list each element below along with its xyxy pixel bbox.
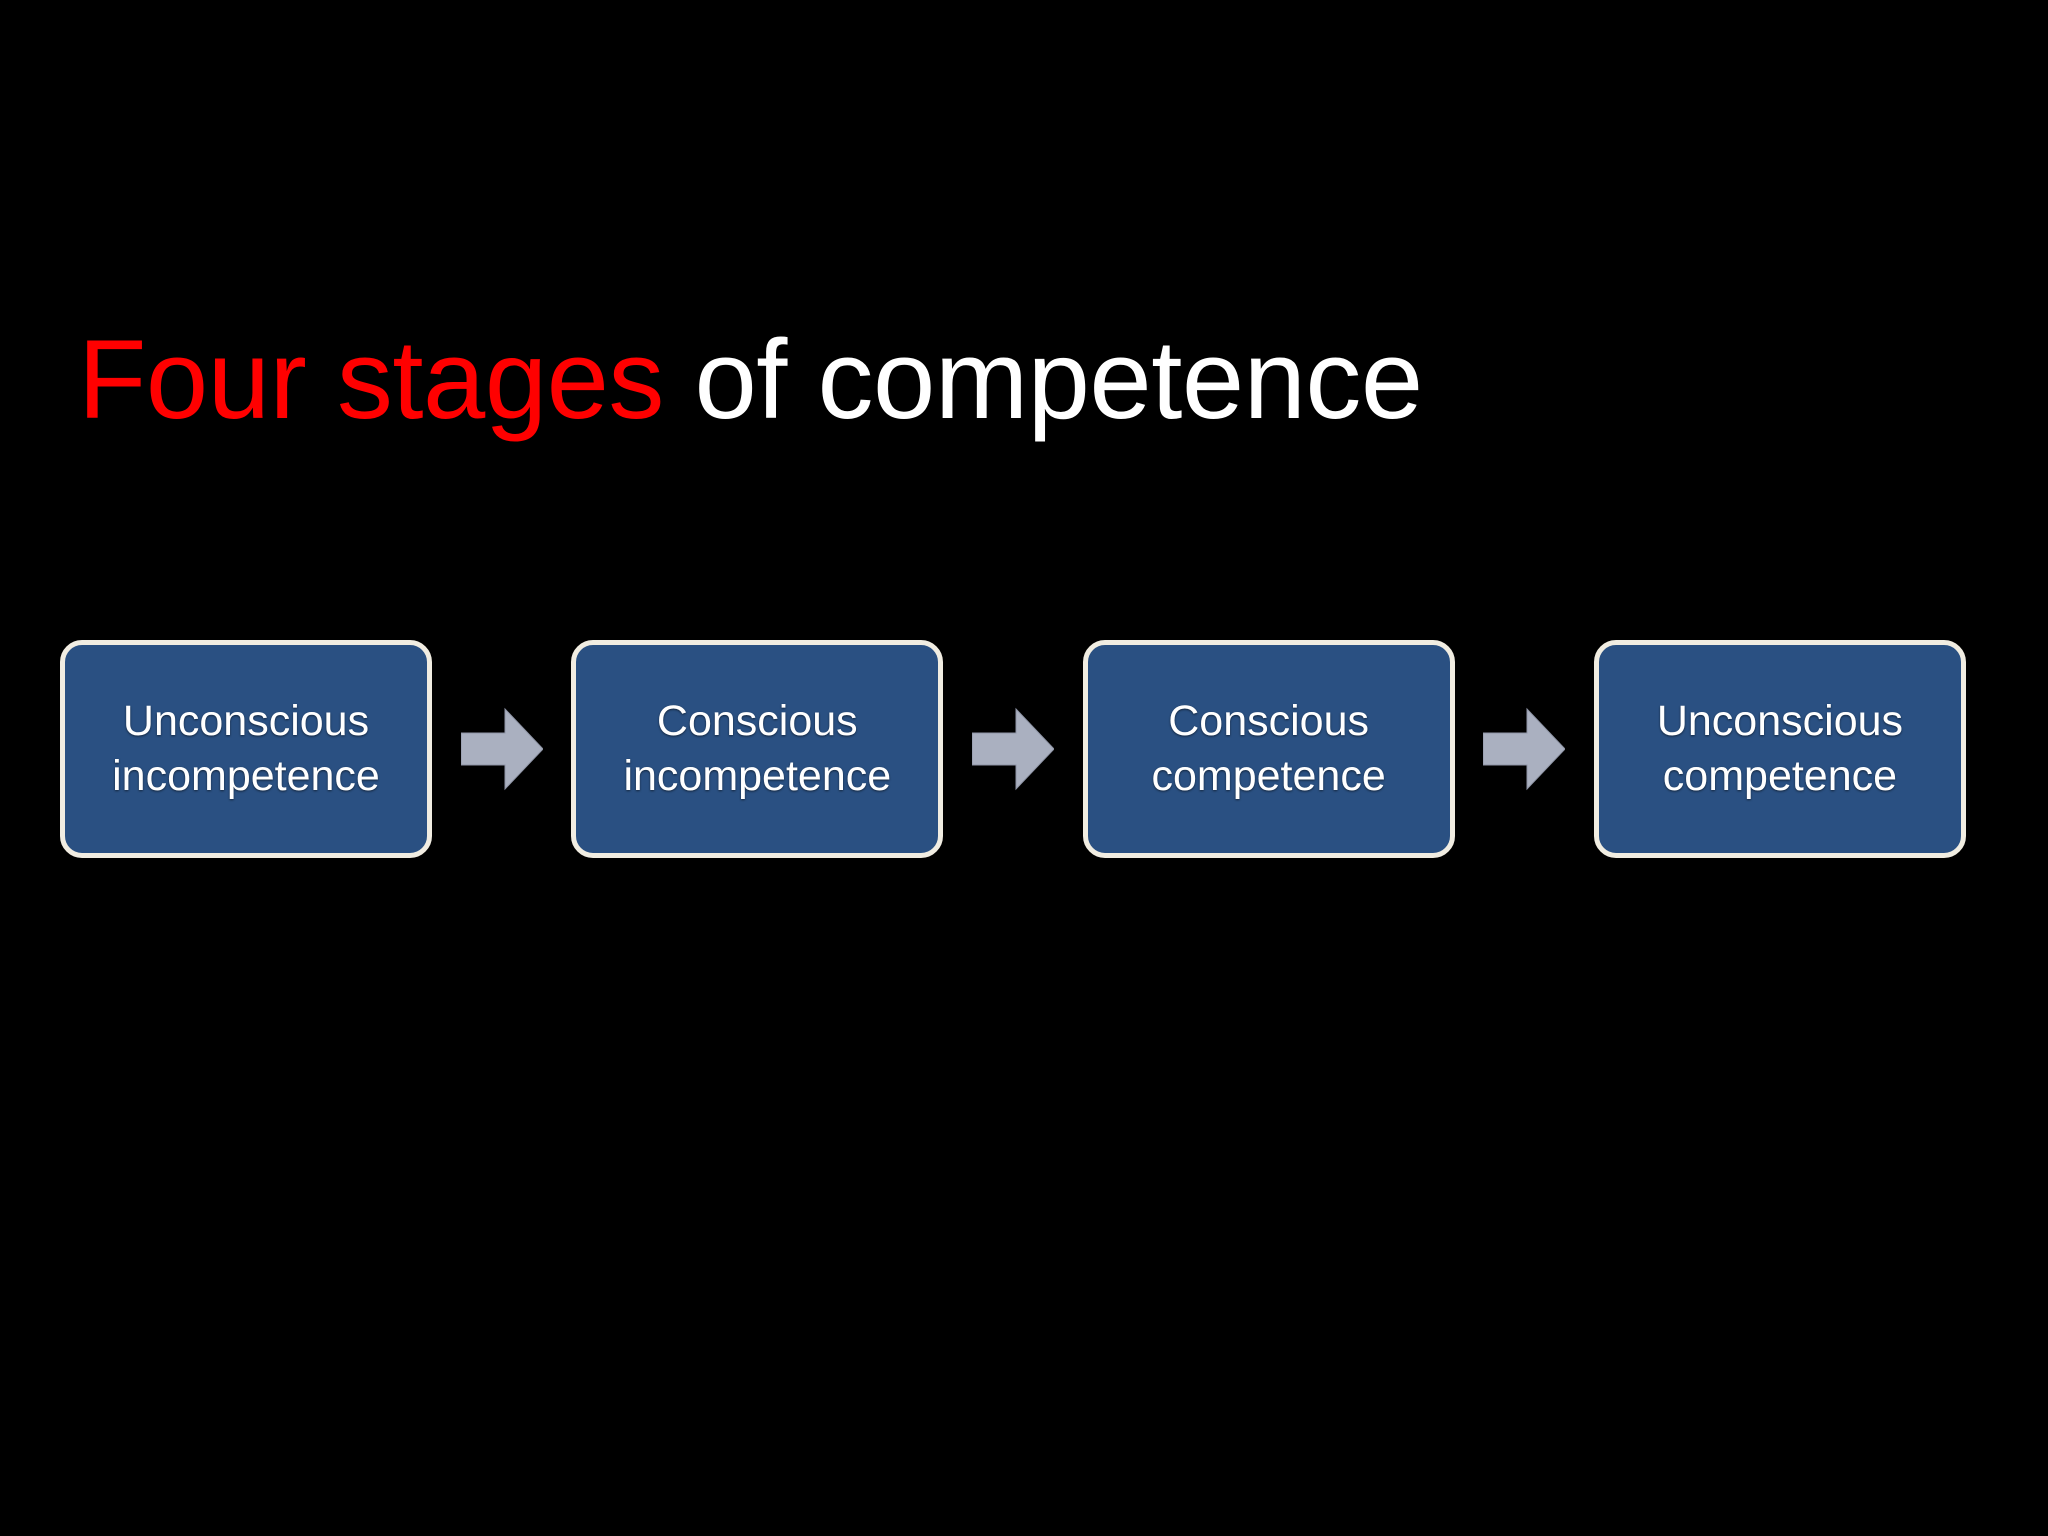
stage-box-3-label: Conscious competence — [1137, 694, 1399, 803]
stage-box-2[interactable]: Conscious incompetence — [571, 640, 944, 858]
arrow-right-icon-1 — [460, 707, 543, 791]
stage-box-1-label: Unconscious incompetence — [98, 694, 394, 803]
stage-box-2-line1: Conscious — [656, 697, 858, 746]
arrow-right-icon-3 — [1483, 707, 1566, 791]
four-stages-process-diagram: Unconscious incompetence Conscious incom… — [60, 640, 1966, 858]
title-highlight-text: Four stages — [78, 317, 664, 443]
stage-box-3[interactable]: Conscious competence — [1082, 640, 1455, 858]
stage-box-4-line2: competence — [1662, 752, 1898, 800]
title-rest-text: of competence — [663, 317, 1424, 443]
stage-box-4[interactable]: Unconscious competence — [1593, 640, 1966, 858]
stage-box-4-label: Unconscious competence — [1643, 694, 1917, 803]
arrow-right-icon-2 — [971, 707, 1054, 791]
stage-box-4-line1: Unconscious — [1656, 697, 1904, 746]
stage-box-1-line2: incompetence — [112, 752, 380, 800]
stage-box-2-line2: incompetence — [623, 752, 892, 800]
stage-box-1[interactable]: Unconscious incompetence — [60, 640, 432, 858]
stage-box-3-line2: competence — [1151, 752, 1386, 800]
stage-box-2-label: Conscious incompetence — [609, 694, 905, 803]
stage-box-3-line1: Conscious — [1168, 697, 1369, 746]
stage-box-1-line1: Unconscious — [122, 697, 370, 746]
page-title: Four stages of competence — [78, 317, 1878, 442]
